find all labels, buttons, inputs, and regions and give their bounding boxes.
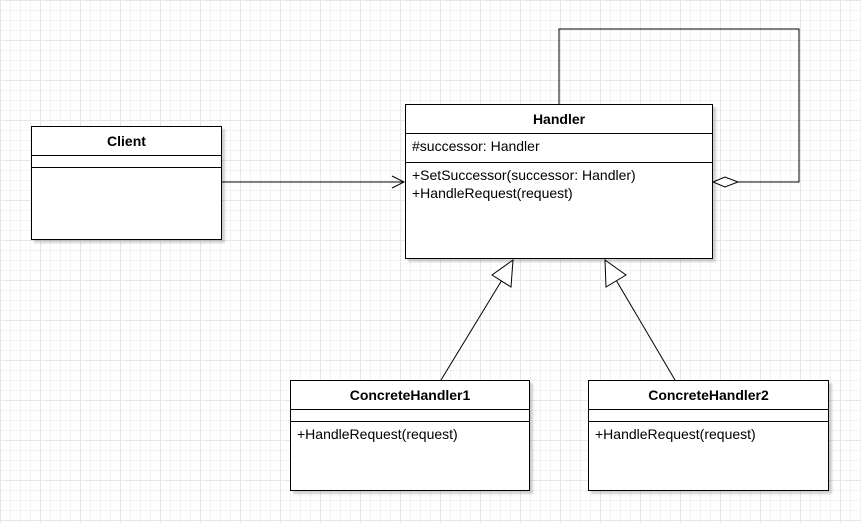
generalization-concrete1[interactable]: [440, 279, 503, 381]
operation-handle-request: +HandleRequest(request): [297, 426, 458, 442]
generalization-triangle-2: [604, 259, 627, 288]
generalization-triangle-1: [491, 258, 514, 288]
class-client-attributes: [32, 156, 221, 168]
class-concrete-handler-2-attributes: [589, 410, 828, 422]
class-concrete-handler-1[interactable]: ConcreteHandler1 +HandleRequest(request): [290, 380, 530, 491]
class-handler[interactable]: Handler #successor: Handler +SetSuccesso…: [405, 104, 713, 259]
generalization-concrete2[interactable]: [615, 279, 676, 381]
class-concrete-handler-2-name: ConcreteHandler2: [589, 381, 828, 410]
operation-set-successor: +SetSuccessor(successor: Handler): [412, 167, 636, 183]
operation-handle-request: +HandleRequest(request): [595, 426, 756, 442]
class-concrete-handler-2-operations: +HandleRequest(request): [589, 422, 828, 446]
class-concrete-handler-2[interactable]: ConcreteHandler2 +HandleRequest(request): [588, 380, 829, 491]
class-concrete-handler-1-operations: +HandleRequest(request): [291, 422, 529, 446]
class-handler-name: Handler: [406, 105, 712, 134]
class-concrete-handler-1-attributes: [291, 410, 529, 422]
aggregation-diamond: [711, 176, 740, 188]
attribute-successor: #successor: Handler: [412, 138, 540, 154]
operation-handle-request: +HandleRequest(request): [412, 185, 573, 201]
class-client[interactable]: Client: [31, 126, 222, 240]
aggregation-successor-line[interactable]: [558, 28, 800, 183]
class-client-operations: [32, 168, 221, 174]
class-handler-operations: +SetSuccessor(successor: Handler) +Handl…: [406, 163, 712, 205]
class-concrete-handler-1-name: ConcreteHandler1: [291, 381, 529, 410]
association-arrowhead: [391, 175, 406, 189]
class-client-name: Client: [32, 127, 221, 156]
class-handler-attributes: #successor: Handler: [406, 134, 712, 163]
